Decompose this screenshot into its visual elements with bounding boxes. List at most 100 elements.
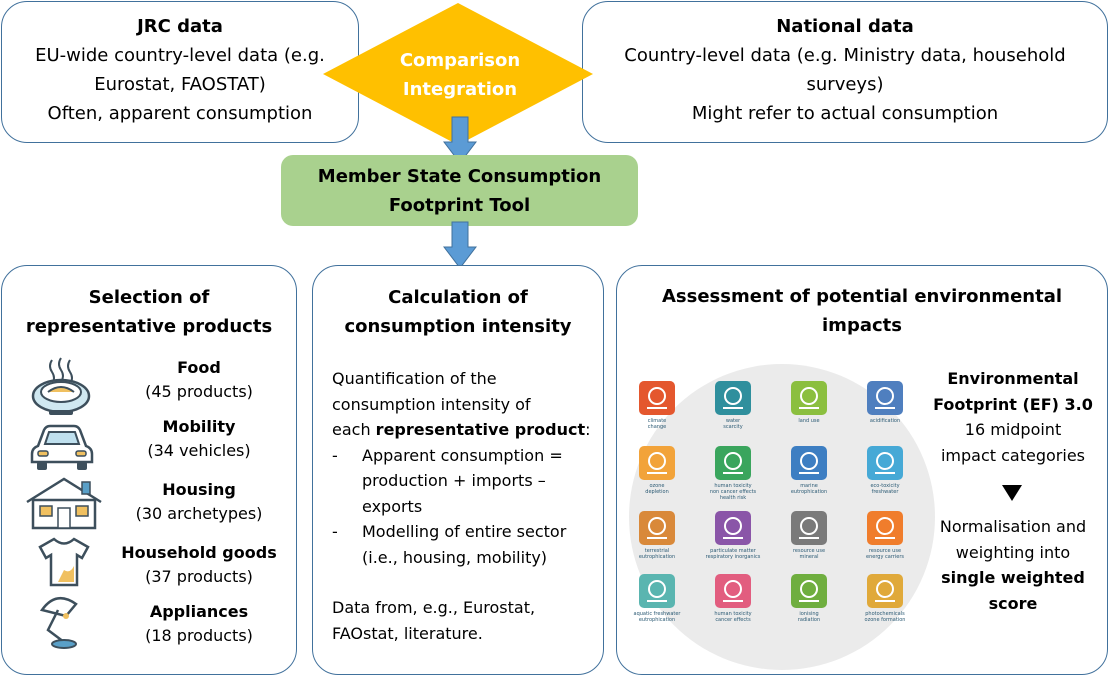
footprint-tool-box: Member State Consumption Footprint Tool (281, 155, 638, 226)
bullet-apparent-consumption: - Apparent consumption = production + im… (332, 443, 602, 520)
intro-line-3-pre: each (332, 420, 376, 439)
down-arrow-1 (443, 116, 477, 164)
impact-category-label-line: eutrophication (638, 617, 676, 623)
impact-category-label-line: radiation (797, 617, 821, 623)
norm-line-1: Normalisation and (939, 517, 1087, 536)
bullet1-line-1: Apparent consumption = (362, 445, 563, 465)
assessment-box: Assessment of potential environmental im… (616, 265, 1108, 675)
skull-icon (715, 446, 751, 480)
aquatic-plant-icon (639, 574, 675, 608)
jrc-data-box: JRC data EU-wide country-level data (e.g… (1, 1, 359, 143)
assessment-title-2: impacts (822, 315, 902, 336)
intro-line-3-post: : (585, 420, 591, 439)
bullet1-line-3: exports (362, 496, 423, 516)
impact-category-label-line: human toxicity (714, 611, 752, 617)
terrestrial-icon (639, 511, 675, 545)
product-name-household-goods: Household goods (121, 543, 277, 562)
diamond-line-2: Integration (402, 79, 518, 100)
intro-line-3-bold: representative product (375, 420, 586, 439)
impact-category-label-line: terrestrial (644, 548, 670, 554)
norm-line-2: weighting into (955, 542, 1071, 562)
intro-line-2: consumption intensity of (332, 394, 531, 414)
national-line-1: Country-level data (e.g. Ministry data, … (624, 45, 1066, 66)
impact-category-label-line: depletion (645, 489, 669, 495)
marine-icon (791, 446, 827, 480)
lamp-icon (39, 597, 78, 649)
impact-category-label-line: non cancer effects (709, 489, 757, 495)
product-count-mobility: (34 vehicles) (147, 441, 251, 460)
diamond-label: Comparison Integration (380, 46, 540, 104)
impact-category-label-line: land use (798, 418, 820, 424)
impact-category-label-line: ozone (649, 483, 665, 489)
water-drop-icon (715, 381, 751, 415)
impact-category-label-line: climate (647, 418, 667, 424)
jrc-line-3: Often, apparent consumption (47, 103, 313, 124)
impact-category-label-line: eco-toxicity (870, 483, 900, 489)
impact-category-label-line: eutrophication (790, 489, 828, 495)
jrc-line-1: EU-wide country-level data (e.g. (35, 45, 325, 66)
product-name-housing: Housing (162, 480, 236, 499)
calculation-body: Quantification of the consumption intens… (332, 366, 602, 646)
impact-category-label-line: photochemicals (865, 611, 905, 617)
product-name-appliances: Appliances (149, 602, 249, 621)
selection-title-2: representative products (25, 316, 273, 337)
impact-category-label-line: human toxicity (714, 483, 752, 489)
impact-category-label-line: health risk (719, 495, 747, 501)
tree-stump-icon (791, 381, 827, 415)
product-count-food: (45 products) (145, 382, 253, 401)
normalisation-description: Normalisation and weighting into single … (923, 514, 1103, 616)
selection-box: Selection of representative products Foo… (1, 265, 297, 675)
tool-line-2: Footprint Tool (388, 195, 531, 216)
impact-category-label-line: ozone formation (864, 617, 906, 623)
impact-category-label-line: freshwater (871, 489, 899, 495)
ef-line-4: impact categories (940, 445, 1085, 465)
intro-line-1: Quantification of the (332, 369, 497, 388)
impact-category-label: land use (774, 418, 844, 424)
national-line-2: surveys) (806, 74, 884, 95)
ef-line-1: Environmental (947, 369, 1079, 388)
tool-line-1: Member State Consumption (317, 166, 602, 187)
impact-category-label-line: water (725, 418, 741, 424)
product-count-housing: (30 archetypes) (135, 504, 263, 523)
norm-line-3: single weighted (941, 568, 1085, 587)
photochem-icon (867, 574, 903, 608)
impact-category-label-line: cancer effects (715, 617, 751, 623)
national-line-3: Might refer to actual consumption (691, 103, 999, 124)
product-name-food: Food (177, 358, 221, 377)
product-count-household-goods: (37 products) (145, 567, 253, 586)
truck-icon (791, 511, 827, 545)
bullet-modelling: - Modelling of entire sector (i.e., hous… (332, 519, 602, 570)
down-arrow-2 (443, 221, 477, 269)
impact-category-label-line: ionising (799, 611, 819, 617)
car-icon (30, 424, 94, 470)
down-triangle-icon (1002, 485, 1022, 501)
impact-category-label-line: aquatic freshwater (633, 611, 681, 617)
food-bowl-icon (31, 357, 91, 415)
acid-cloud-icon (867, 381, 903, 415)
ef-line-3: 16 midpoint (964, 420, 1062, 439)
impact-category-label-line: marine (800, 483, 818, 489)
ef-description: Environmental Footprint (EF) 3.0 16 midp… (923, 366, 1103, 468)
diamond-line-1: Comparison (399, 50, 521, 71)
norm-line-4: score (988, 593, 1038, 613)
impact-category-label-line: mineral (799, 554, 819, 560)
sun-icon (639, 446, 675, 480)
impact-category-label-line: eutrophication (638, 554, 676, 560)
impact-category-label-line: respiratory inorganics (705, 554, 761, 560)
calculation-title-1: Calculation of (388, 287, 528, 308)
impact-category-label-line: resource use (868, 548, 902, 554)
bullet2-line-2: (i.e., housing, mobility) (362, 547, 548, 567)
thermometer-icon (639, 381, 675, 415)
lightning-icon (867, 511, 903, 545)
intro-line-3: each representative product: (332, 417, 602, 443)
ribbon-icon (715, 574, 751, 608)
impact-category-label-line: change (647, 424, 667, 430)
impact-category-label-line: resource use (792, 548, 826, 554)
